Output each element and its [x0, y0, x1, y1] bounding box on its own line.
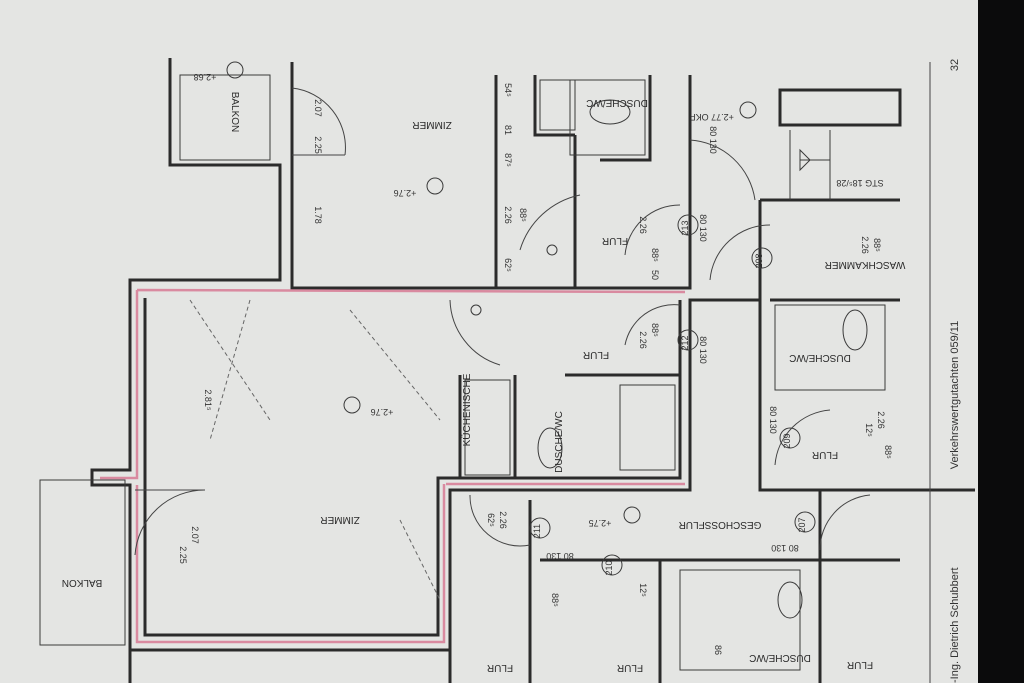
room-flur-bottom-1: FLUR	[487, 662, 513, 673]
room-balkon-bottom: BALKON	[62, 577, 103, 588]
dimension-label: 12⁵	[864, 423, 874, 437]
dimension-label: 2.25	[178, 546, 188, 564]
dimension-label: 2.26	[876, 411, 886, 429]
dimension-label: 2.07	[313, 99, 323, 117]
room-flur-right: FLUR	[812, 449, 838, 460]
door-number-markers	[529, 214, 816, 576]
room-flur-top: FLUR	[602, 235, 628, 246]
room-balkon-top: BALKON	[229, 92, 240, 133]
dimension-label: 2.26	[503, 206, 513, 224]
footer-author: -Ing. Dietrich Schubbert	[949, 567, 961, 683]
door-numbers: 213 208 212 209 211 210 207 80 130 80 13…	[532, 126, 807, 575]
dimension-label: 50	[650, 270, 660, 280]
door-size: 80 130	[771, 543, 799, 553]
dimension-label: 88⁵	[883, 445, 893, 459]
door-number: 208	[754, 253, 764, 268]
dimension-label: 2.81⁵	[203, 389, 213, 411]
footer-page-number: 32	[949, 59, 961, 71]
dimension-label: 62⁵	[486, 513, 496, 527]
door-number: 213	[680, 220, 690, 235]
door-size: 80 130	[708, 126, 718, 154]
level-zimmer-main: +2.76	[371, 407, 394, 417]
dimension-label: 88⁵	[550, 593, 560, 607]
door-size: 80 130	[698, 336, 708, 364]
room-flur-mid: FLUR	[583, 349, 609, 360]
dimension-label: 86	[713, 645, 723, 655]
level-geschossflur: +2.75	[589, 518, 612, 528]
footer-document: Verkehrswertgutachten 059/11	[949, 321, 961, 469]
room-kuechenische: KÜCHENISCHE	[461, 373, 473, 446]
room-dusche-wc-top: DUSCHE/WC	[586, 97, 648, 108]
room-waschkammer: WASCHKAMMER	[825, 259, 906, 270]
room-zimmer-top: ZIMMER	[412, 119, 451, 130]
dimension-label: 2.26	[860, 236, 870, 254]
level-stair-landing: +2.77 OKF	[690, 112, 734, 122]
dimension-label: 88⁵	[518, 208, 528, 222]
dimension-label: 2.26	[638, 331, 648, 349]
room-zimmer-main: ZIMMER	[320, 514, 359, 525]
room-flur-bottom-3: FLUR	[847, 659, 873, 670]
door-number: 207	[797, 517, 807, 532]
door-number: 210	[604, 560, 614, 575]
doors	[134, 87, 871, 556]
room-dusche-wc-right: DUSCHE/WC	[789, 352, 851, 363]
dimension-label: 87⁵	[503, 153, 513, 167]
dimension-label: 2.26	[498, 511, 508, 529]
walls	[90, 58, 975, 683]
dimension-label: 2.07	[190, 526, 200, 544]
door-size: 80 130	[546, 551, 574, 561]
door-size: 80 130	[768, 406, 778, 434]
dimension-label: 2.25	[313, 136, 323, 154]
paper-sheet	[0, 0, 978, 683]
stair-label: STG 18⁵/28	[836, 178, 883, 188]
room-dusche-wc-mid: DUSCHE/WC	[554, 411, 565, 473]
fixtures	[39, 74, 886, 671]
dimension-label: 62⁵	[503, 258, 513, 272]
door-number: 212	[680, 335, 690, 350]
dimension-label: 88⁵	[650, 248, 660, 262]
dimension-label: 88⁵	[872, 238, 882, 252]
room-dusche-wc-bottom: DUSCHE/WC	[749, 652, 811, 663]
dimension-label: 2.26	[638, 216, 648, 234]
dimension-label: 1.78	[313, 206, 323, 224]
door-number: 209	[782, 433, 792, 448]
level-markers	[226, 61, 757, 524]
level-zimmer-top: +2.76	[394, 188, 417, 198]
dimension-label: 54⁵	[503, 83, 513, 97]
level-labels: +2.68 +2.76 +2.76 +2.75 +2.77 OKF STG 18…	[194, 72, 884, 528]
room-geschossflur: GESCHOSSFLUR	[679, 519, 762, 530]
dimension-label: 12⁵	[638, 583, 648, 597]
level-balkon-top: +2.68	[194, 72, 217, 82]
door-number: 211	[532, 524, 542, 538]
room-labels: BALKON ZIMMER ZIMMER BALKON FLUR FLUR FL…	[62, 92, 906, 673]
dimension-label: 81	[503, 125, 513, 135]
dimension-label: 88⁵	[650, 323, 660, 337]
room-flur-bottom-2: FLUR	[617, 662, 643, 673]
door-size: 80 130	[698, 214, 708, 242]
